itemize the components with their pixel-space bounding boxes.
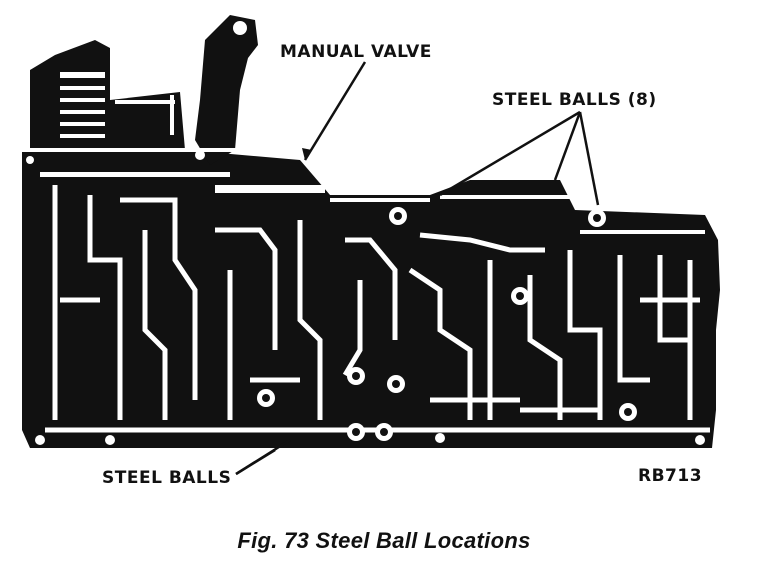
steel-balls-8-label: STEEL BALLS (8) [492, 90, 657, 110]
steel-ball [389, 207, 407, 225]
mounting-bosses [26, 150, 705, 445]
leader-lines [235, 61, 600, 476]
steel-ball [619, 403, 637, 421]
leader-steel-balls-b [235, 448, 276, 476]
leader-steel-balls-8-a [439, 110, 581, 197]
steel-ball-markers [257, 207, 637, 441]
steel-ball [375, 423, 393, 441]
steel-ball [511, 287, 529, 305]
steel-balls-label: STEEL BALLS [102, 468, 232, 488]
steel-ball [257, 389, 275, 407]
steel-ball [588, 209, 606, 227]
steel-ball [347, 367, 365, 385]
figure-caption: Fig. 73 Steel Ball Locations [237, 528, 531, 553]
spring-assembly [60, 72, 175, 138]
steel-ball [347, 423, 365, 441]
leader-manual-valve [303, 61, 367, 161]
steel-ball [387, 375, 405, 393]
leader-steel-balls-8-c [578, 111, 600, 206]
arrowhead [302, 148, 312, 160]
manual-valve-label: MANUAL VALVE [280, 42, 432, 62]
figure-code-label: RB713 [638, 466, 703, 486]
leader-steel-balls-8-b [553, 111, 582, 181]
valve-body [22, 15, 720, 448]
